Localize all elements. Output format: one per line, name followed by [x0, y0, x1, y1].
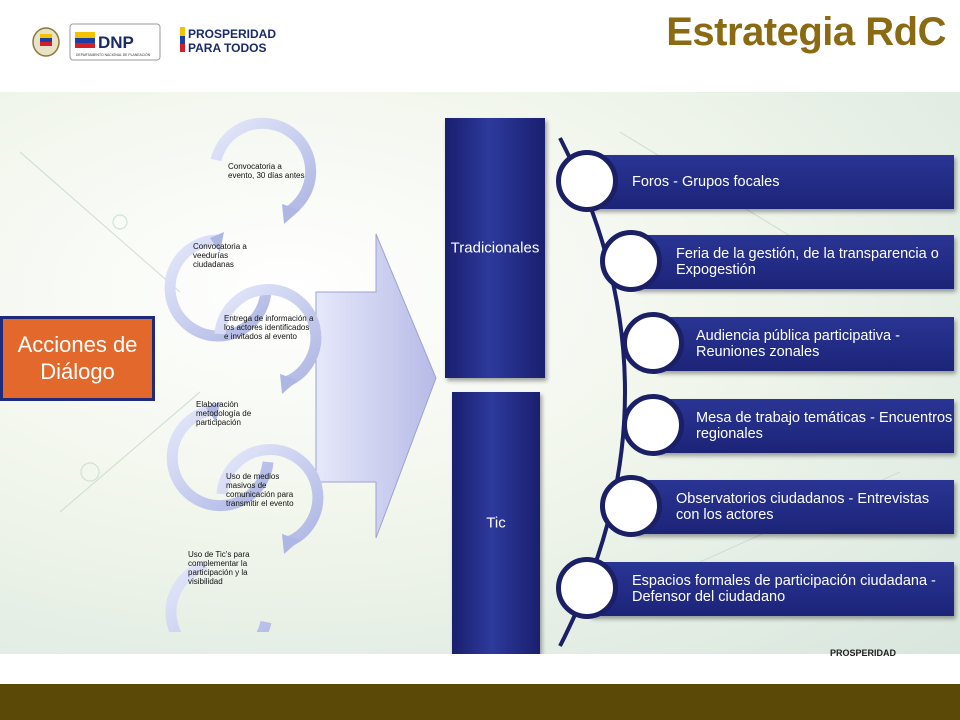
item-feria: Feria de la gestión, de la transparencia…: [634, 235, 954, 289]
item-marker-3: [622, 312, 684, 374]
prosperidad-logo-line1: PROSPERIDAD: [188, 27, 276, 41]
cycle-step-2: Convocatoria a veedurías ciudadanas: [193, 242, 247, 269]
badge-line-2: Diálogo: [40, 359, 115, 384]
item-observatorios: Observatorios ciudadanos - Entrevistas c…: [634, 480, 954, 534]
item-foros: Foros - Grupos focales: [590, 155, 954, 209]
column-tradicionales-label: Tradicionales: [450, 239, 540, 257]
item-marker-5: [600, 475, 662, 537]
badge-line-1: Acciones de: [17, 332, 138, 357]
cycle-arrow-4: [166, 404, 274, 512]
column-tic-label: Tic: [486, 514, 506, 532]
cycle-arrow-1: [210, 117, 317, 217]
logos-bar: DNP DEPARTAMENTO NACIONAL DE PLANEACIÓN …: [32, 23, 276, 61]
item-marker-1: [556, 150, 618, 212]
page-title: Estrategia RdC: [666, 10, 946, 54]
item-mesa-label: Mesa de trabajo temáticas - Encuentros r…: [696, 410, 953, 442]
colombia-seal-icon: [32, 27, 60, 57]
diagram-background: Convocatoria a evento, 30 días antes Con…: [0, 92, 960, 654]
item-audiencia: Audiencia pública participativa - Reunio…: [656, 317, 954, 371]
cycle-arrow-6: [165, 560, 272, 632]
footer-logo-text: PROSPERIDAD: [830, 648, 897, 658]
item-observatorios-label: Observatorios ciudadanos - Entrevistas c…: [676, 491, 930, 523]
acciones-dialogo-badge: Acciones de Diálogo: [0, 316, 155, 401]
cycle-arrow-5: [216, 444, 324, 548]
cycle-step-5: Uso de medios masivos de comunicación pa…: [226, 472, 294, 508]
item-marker-6: [556, 557, 618, 619]
column-tic: Tic: [452, 392, 540, 654]
item-marker-4: [622, 394, 684, 456]
item-feria-label: Feria de la gestión, de la transparencia…: [676, 246, 939, 278]
cycle-step-6: Uso de Tic's para complementar la partic…: [188, 550, 250, 586]
cycle-step-4: Elaboración metodología de participación: [196, 400, 252, 427]
footer-bar: [0, 684, 960, 720]
dnp-logo-text: DNP: [98, 33, 134, 52]
item-marker-2: [600, 230, 662, 292]
prosperidad-logo-line2: PARA TODOS: [188, 41, 266, 55]
cycle-arrow-2: [164, 234, 272, 342]
column-tradicionales: Tradicionales: [445, 118, 545, 378]
cycle-step-3: Entrega de información a los actores ide…: [224, 314, 314, 341]
item-mesa: Mesa de trabajo temáticas - Encuentros r…: [656, 399, 954, 453]
dnp-logo-subtext: DEPARTAMENTO NACIONAL DE PLANEACIÓN: [76, 52, 151, 57]
item-espacios-label: Espacios formales de participación ciuda…: [632, 573, 936, 605]
big-arrow-icon: [315, 233, 437, 539]
cycle-arrow-3: [214, 284, 322, 388]
process-cycle: [164, 117, 324, 632]
item-audiencia-label: Audiencia pública participativa - Reunio…: [696, 328, 900, 360]
item-foros-label: Foros - Grupos focales: [632, 174, 780, 190]
item-espacios: Espacios formales de participación ciuda…: [590, 562, 954, 616]
cycle-step-1: Convocatoria a evento, 30 días antes: [228, 162, 305, 180]
header: DNP DEPARTAMENTO NACIONAL DE PLANEACIÓN …: [0, 0, 960, 92]
